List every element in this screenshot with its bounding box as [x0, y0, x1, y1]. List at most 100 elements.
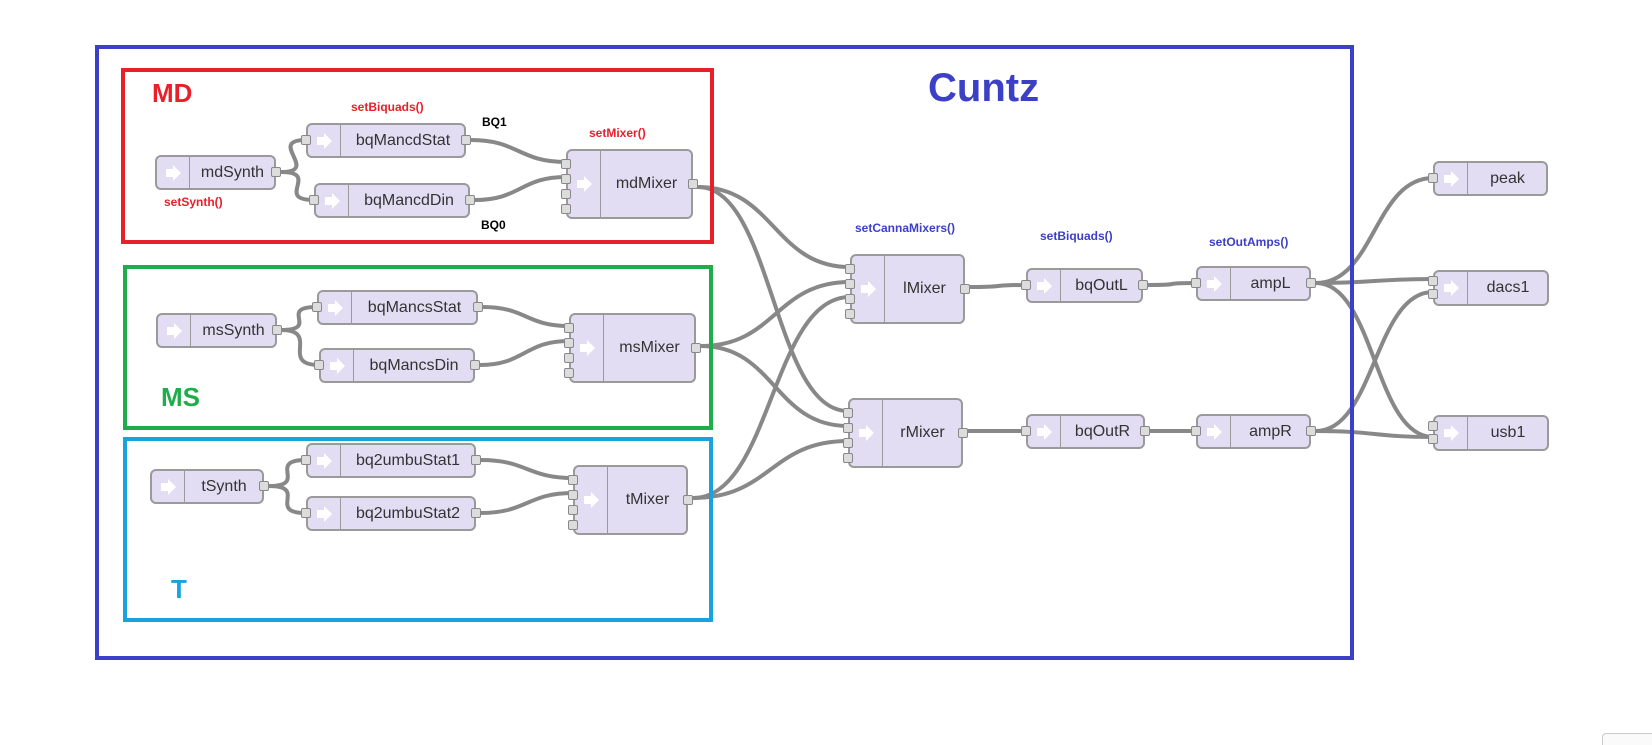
input-port[interactable] — [1428, 289, 1438, 299]
node-label: rMixer — [900, 424, 945, 441]
wire-22[interactable] — [1314, 176, 1435, 285]
input-port[interactable] — [309, 195, 319, 205]
node-mdmixer[interactable]: mdMixer — [561, 149, 698, 219]
input-port[interactable] — [314, 360, 324, 370]
node-tsynth[interactable]: tSynth — [150, 469, 269, 504]
node-bq2umbustat1[interactable]: bq2umbuStat1 — [301, 443, 481, 478]
node-lmixer[interactable]: lMixer — [845, 254, 970, 324]
wire-7[interactable] — [478, 339, 571, 367]
wire-26[interactable] — [1314, 429, 1435, 439]
input-port[interactable] — [845, 264, 855, 274]
node-bqoutl[interactable]: bqOutL — [1021, 268, 1148, 303]
input-port[interactable] — [843, 438, 853, 448]
wire-0[interactable] — [279, 138, 308, 174]
wire-12[interactable] — [696, 185, 852, 269]
wire-17[interactable] — [691, 439, 850, 500]
input-port[interactable] — [561, 159, 571, 169]
wire-25[interactable] — [1314, 290, 1435, 433]
output-port[interactable] — [271, 167, 281, 177]
wire-10[interactable] — [479, 458, 575, 480]
output-port[interactable] — [461, 135, 471, 145]
input-port[interactable] — [564, 338, 574, 348]
input-port[interactable] — [845, 294, 855, 304]
node-bqoutr[interactable]: bqOutR — [1021, 414, 1150, 449]
node-bqmancsdin[interactable]: bqMancsDin — [314, 348, 480, 383]
node-peak[interactable]: peak — [1428, 161, 1548, 196]
output-port[interactable] — [1140, 426, 1150, 436]
input-port[interactable] — [564, 323, 574, 333]
input-port[interactable] — [312, 302, 322, 312]
input-port[interactable] — [568, 520, 578, 530]
wire-23[interactable] — [1314, 277, 1435, 285]
input-port[interactable] — [1191, 426, 1201, 436]
output-port[interactable] — [1306, 278, 1316, 288]
wire-11[interactable] — [479, 491, 575, 515]
output-port[interactable] — [272, 325, 282, 335]
wire-5[interactable] — [279, 328, 321, 367]
input-port[interactable] — [561, 204, 571, 214]
input-port[interactable] — [1021, 426, 1031, 436]
node-label: ampL — [1250, 274, 1291, 292]
wire-9[interactable] — [267, 484, 308, 515]
output-port[interactable] — [471, 455, 481, 465]
output-port[interactable] — [1138, 280, 1148, 290]
node-mssynth[interactable]: msSynth — [156, 313, 282, 348]
node-ampl[interactable]: ampL — [1191, 266, 1316, 301]
input-port[interactable] — [1021, 280, 1031, 290]
node-usb1[interactable]: usb1 — [1428, 415, 1549, 451]
input-port[interactable] — [564, 368, 574, 378]
output-port[interactable] — [691, 343, 701, 353]
input-port[interactable] — [561, 189, 571, 199]
node-bq2umbustat2[interactable]: bq2umbuStat2 — [301, 496, 481, 531]
node-tmixer[interactable]: tMixer — [568, 465, 693, 535]
input-port[interactable] — [1428, 276, 1438, 286]
input-port[interactable] — [301, 455, 311, 465]
input-port[interactable] — [568, 490, 578, 500]
input-port[interactable] — [1428, 434, 1438, 444]
output-port[interactable] — [688, 179, 698, 189]
input-port[interactable] — [1428, 421, 1438, 431]
output-port[interactable] — [465, 195, 475, 205]
node-ampr[interactable]: ampR — [1191, 414, 1316, 449]
input-port[interactable] — [568, 475, 578, 485]
output-port[interactable] — [1306, 426, 1316, 436]
node-label: lMixer — [903, 280, 946, 297]
input-port[interactable] — [301, 508, 311, 518]
input-port[interactable] — [843, 423, 853, 433]
input-port[interactable] — [564, 353, 574, 363]
node-bqmancdstat[interactable]: bqMancdStat — [301, 123, 471, 158]
input-port[interactable] — [1191, 278, 1201, 288]
wire-3[interactable] — [473, 175, 568, 202]
node-bqmancsstat[interactable]: bqMancsStat — [312, 290, 483, 325]
node-dacs1[interactable]: dacs1 — [1428, 270, 1549, 306]
output-port[interactable] — [958, 428, 968, 438]
input-port[interactable] — [301, 135, 311, 145]
input-port[interactable] — [845, 279, 855, 289]
node-bqmancddin[interactable]: bqMancdDin — [309, 183, 475, 218]
input-port[interactable] — [845, 309, 855, 319]
input-port[interactable] — [843, 453, 853, 463]
node-rmixer[interactable]: rMixer — [843, 398, 968, 468]
wire-14[interactable] — [699, 280, 852, 348]
group-t-label: T — [171, 574, 187, 604]
input-port[interactable] — [568, 505, 578, 515]
input-port[interactable] — [1428, 173, 1438, 183]
output-port[interactable] — [471, 508, 481, 518]
wire-20[interactable] — [1146, 281, 1198, 287]
output-port[interactable] — [683, 495, 693, 505]
input-port[interactable] — [561, 174, 571, 184]
wire-16[interactable] — [691, 295, 852, 500]
wire-13[interactable] — [696, 185, 850, 413]
node-mdsynth[interactable]: mdSynth — [155, 155, 281, 190]
wire-1[interactable] — [279, 170, 316, 202]
wire-6[interactable] — [481, 305, 571, 328]
node-msmixer[interactable]: msMixer — [564, 313, 701, 383]
output-port[interactable] — [960, 284, 970, 294]
wire-2[interactable] — [469, 138, 568, 164]
output-port[interactable] — [259, 481, 269, 491]
wire-18[interactable] — [968, 283, 1028, 289]
input-port[interactable] — [843, 408, 853, 418]
output-port[interactable] — [473, 302, 483, 312]
output-port[interactable] — [470, 360, 480, 370]
